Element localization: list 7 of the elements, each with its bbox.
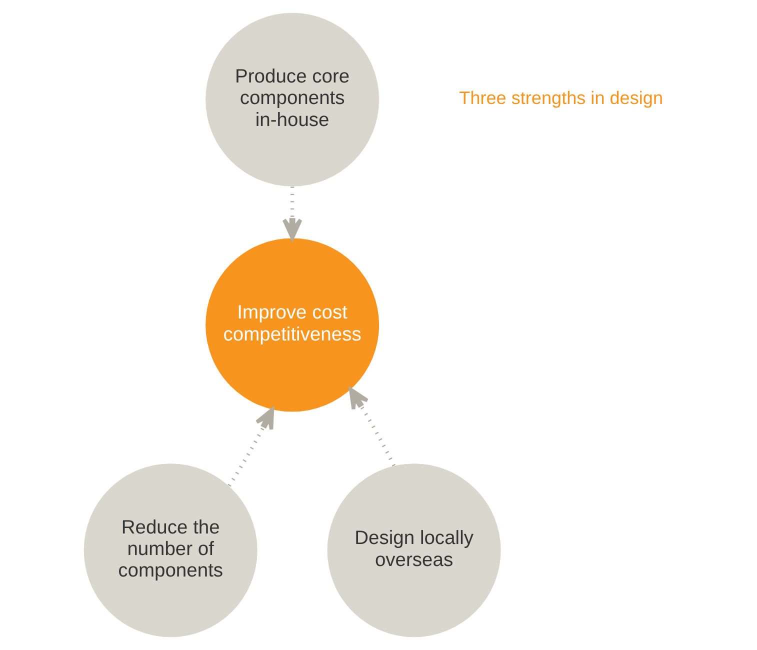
node-circle: Reduce the number of components bbox=[84, 464, 258, 638]
node-circle: Design locally overseas bbox=[327, 464, 501, 638]
arrow bbox=[282, 186, 302, 240]
arrow bbox=[348, 388, 396, 467]
node-circle: Produce core components in-house bbox=[206, 12, 380, 186]
label: Three strengths in design bbox=[459, 88, 664, 108]
arrow bbox=[228, 408, 274, 487]
